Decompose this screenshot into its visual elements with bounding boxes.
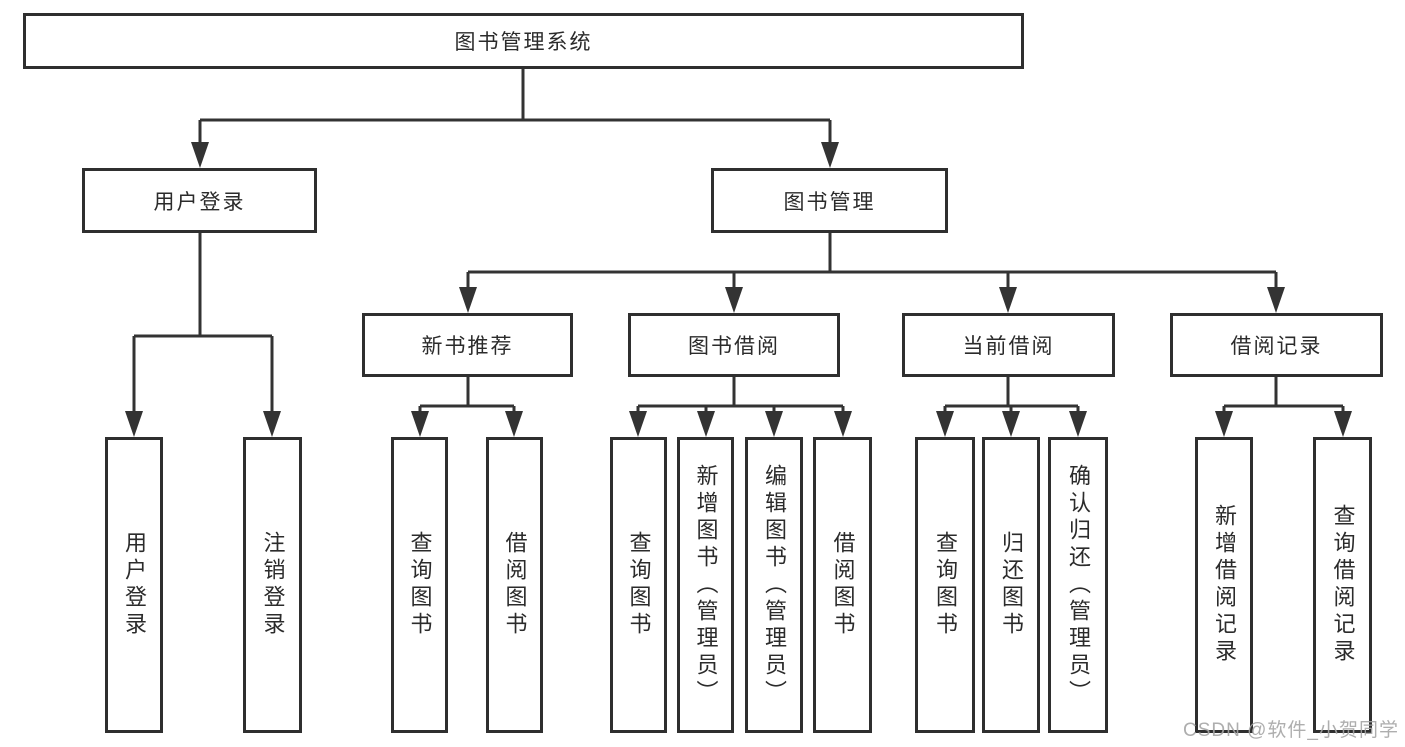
leaf-recommend-borrow-books: 借阅图书 <box>486 437 543 733</box>
node-borrow-records: 借阅记录 <box>1170 313 1383 377</box>
edges-root-to-level2 <box>191 69 839 168</box>
leaf-add-borrow-record: 新增借阅记录 <box>1195 437 1253 733</box>
leaf-borrow-books: 借阅图书 <box>813 437 872 733</box>
node-label: 查询借阅记录 <box>1330 504 1356 666</box>
csdn-watermark: CSDN @软件_小贺同学 <box>1183 720 1399 741</box>
edges-user-login <box>125 233 281 437</box>
node-current-borrow: 当前借阅 <box>902 313 1115 377</box>
node-book-management: 图书管理 <box>711 168 948 233</box>
leaf-confirm-return-admin: 确认归还（管理员） <box>1048 437 1108 733</box>
node-label: 查询图书 <box>407 531 433 639</box>
edges-new-book-recommend <box>411 377 523 437</box>
leaf-current-query-books: 查询图书 <box>915 437 975 733</box>
node-label: 新增图书（管理员） <box>693 463 719 707</box>
node-label: 用户登录 <box>122 531 147 639</box>
leaf-borrow-query-books: 查询图书 <box>610 437 667 733</box>
node-label: 当前借阅 <box>962 335 1055 358</box>
node-label: 借阅图书 <box>502 531 528 639</box>
node-root-library-system: 图书管理系统 <box>23 13 1024 69</box>
node-label: 编辑图书（管理员） <box>762 463 787 707</box>
node-label: 图书管理系统 <box>454 31 593 54</box>
leaf-edit-books-admin: 编辑图书（管理员） <box>745 437 803 733</box>
node-label: 新书推荐 <box>421 335 514 358</box>
leaf-return-books: 归还图书 <box>982 437 1040 733</box>
edges-borrow-records <box>1215 377 1352 437</box>
edges-current-borrow <box>936 377 1087 437</box>
node-label: 新增借阅记录 <box>1212 504 1237 666</box>
node-label: 查询图书 <box>933 531 958 639</box>
leaf-recommend-query-books: 查询图书 <box>391 437 448 733</box>
leaf-user-login: 用户登录 <box>105 437 163 733</box>
leaf-add-books-admin: 新增图书（管理员） <box>677 437 734 733</box>
node-label: 借阅记录 <box>1230 335 1323 358</box>
leaf-query-borrow-record: 查询借阅记录 <box>1313 437 1372 733</box>
edges-book-borrow <box>629 377 852 437</box>
node-label: 确认归还（管理员） <box>1066 463 1091 707</box>
leaf-logout: 注销登录 <box>243 437 302 733</box>
node-label: 图书管理 <box>783 190 876 214</box>
node-label: 查询图书 <box>626 531 652 639</box>
node-label: 归还图书 <box>999 531 1024 639</box>
node-label: 注销登录 <box>260 531 286 639</box>
edges-book-management <box>459 233 1285 313</box>
node-label: 借阅图书 <box>830 531 856 639</box>
node-book-borrow: 图书借阅 <box>628 313 840 377</box>
node-user-login: 用户登录 <box>82 168 317 233</box>
node-new-book-recommend: 新书推荐 <box>362 313 573 377</box>
node-label: 图书借阅 <box>688 335 780 358</box>
node-label: 用户登录 <box>153 190 246 214</box>
